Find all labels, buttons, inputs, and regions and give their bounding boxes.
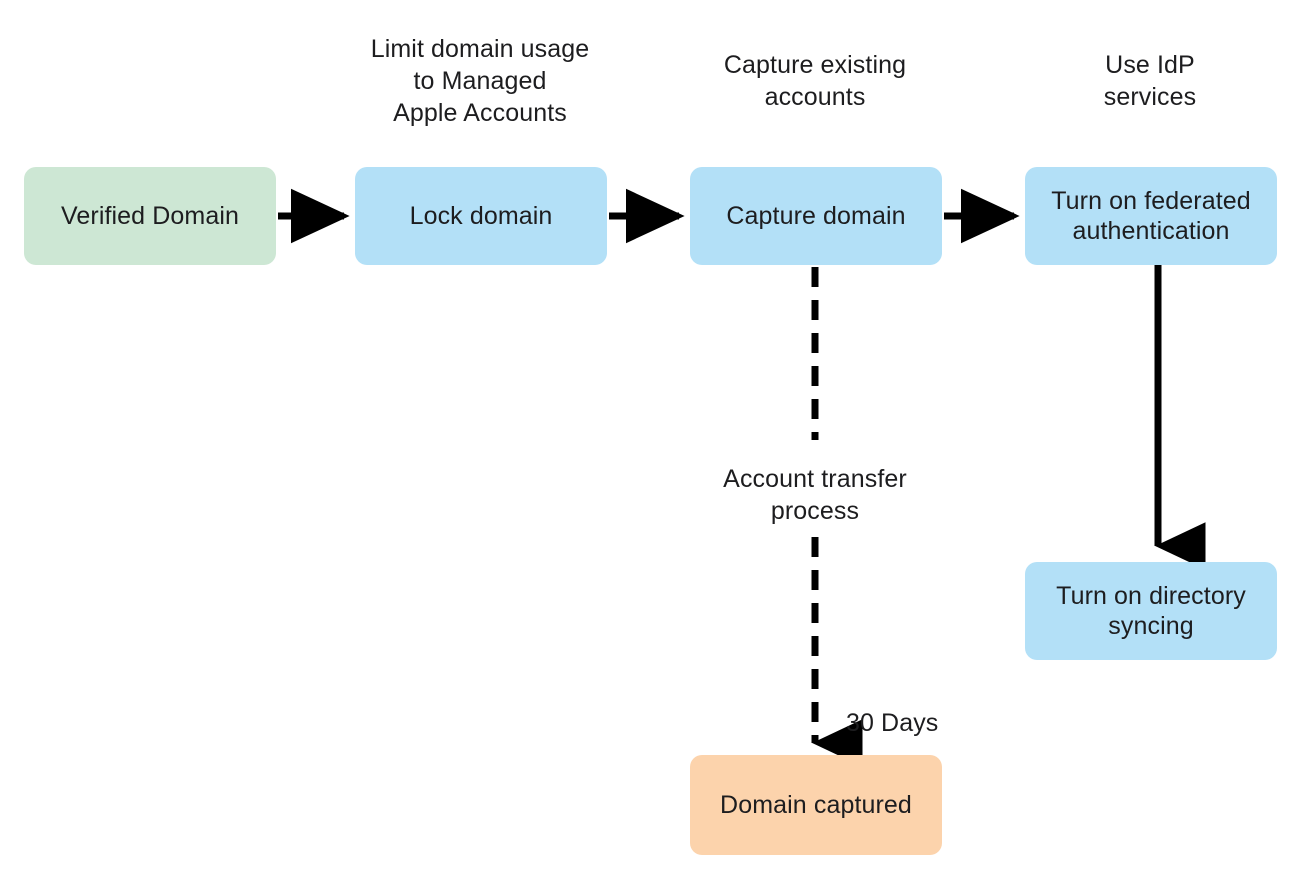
node-turn-on-directory-syncing-label: Turn on directory syncing xyxy=(1056,581,1246,641)
caption-account-transfer: Account transfer process xyxy=(723,465,907,525)
caption-federated-authentication: Use IdP services xyxy=(1103,51,1197,111)
caption-capture-domain: Capture existing accounts xyxy=(723,51,907,111)
node-turn-on-directory-syncing[interactable]: Turn on directory syncing xyxy=(1025,562,1277,660)
node-domain-captured[interactable]: Domain captured xyxy=(690,755,942,855)
node-capture-domain-label: Capture domain xyxy=(726,201,906,230)
node-lock-domain-label: Lock domain xyxy=(409,201,553,230)
node-capture-domain[interactable]: Capture domain xyxy=(690,167,942,265)
node-verified-domain[interactable]: Verified Domain xyxy=(24,167,276,265)
node-turn-on-federated-authentication-label: Turn on federated authentication xyxy=(1051,186,1251,246)
node-domain-captured-label: Domain captured xyxy=(720,790,912,819)
caption-thirty-days: 30 Days xyxy=(846,709,939,737)
node-turn-on-federated-authentication[interactable]: Turn on federated authentication xyxy=(1025,167,1277,265)
node-lock-domain[interactable]: Lock domain xyxy=(355,167,607,265)
caption-lock-domain: Limit domain usage to Managed Apple Acco… xyxy=(370,35,590,127)
node-verified-domain-label: Verified Domain xyxy=(61,201,239,230)
